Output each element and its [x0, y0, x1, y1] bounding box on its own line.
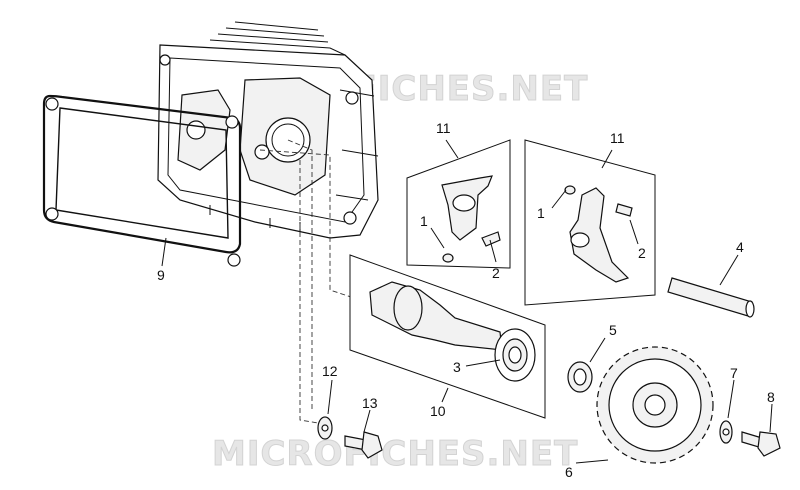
- gasket: [42, 94, 242, 267]
- callout-1-right: 1: [537, 205, 545, 221]
- callout-6: 6: [565, 464, 573, 480]
- callout-4: 4: [736, 239, 744, 255]
- leader-lines: [161, 139, 773, 464]
- bolt-13: [344, 431, 383, 459]
- callout-2-left: 2: [492, 265, 500, 281]
- callout-13: 13: [362, 395, 378, 411]
- washer-7: [719, 420, 733, 444]
- callout-12: 12: [322, 363, 338, 379]
- oil-seal: [567, 361, 593, 393]
- rocker-arm-kit-2: [524, 139, 656, 306]
- alignment-line: [259, 149, 361, 301]
- callout-3: 3: [453, 359, 461, 375]
- rocker-arm-kit-1: [406, 139, 511, 269]
- washer-12: [317, 416, 333, 440]
- callout-11-left: 11: [436, 120, 451, 136]
- callout-1-left: 1: [420, 213, 428, 229]
- callout-9: 9: [157, 267, 165, 283]
- callout-10: 10: [430, 403, 446, 419]
- cam-sprocket: [596, 346, 714, 464]
- rocker-pin: [667, 277, 755, 318]
- watermark-bottom: MICROFICHES.NET: [212, 434, 578, 474]
- callout-7: 7: [730, 365, 738, 381]
- cylinder-head: [157, 21, 379, 239]
- callout-11-right: 11: [610, 130, 625, 146]
- alignment-line: [287, 139, 313, 410]
- callout-5: 5: [609, 322, 617, 338]
- camshaft-kit: [349, 254, 546, 419]
- callout-8: 8: [767, 389, 775, 405]
- bolt-8: [741, 431, 781, 457]
- callout-2-right: 2: [638, 245, 646, 261]
